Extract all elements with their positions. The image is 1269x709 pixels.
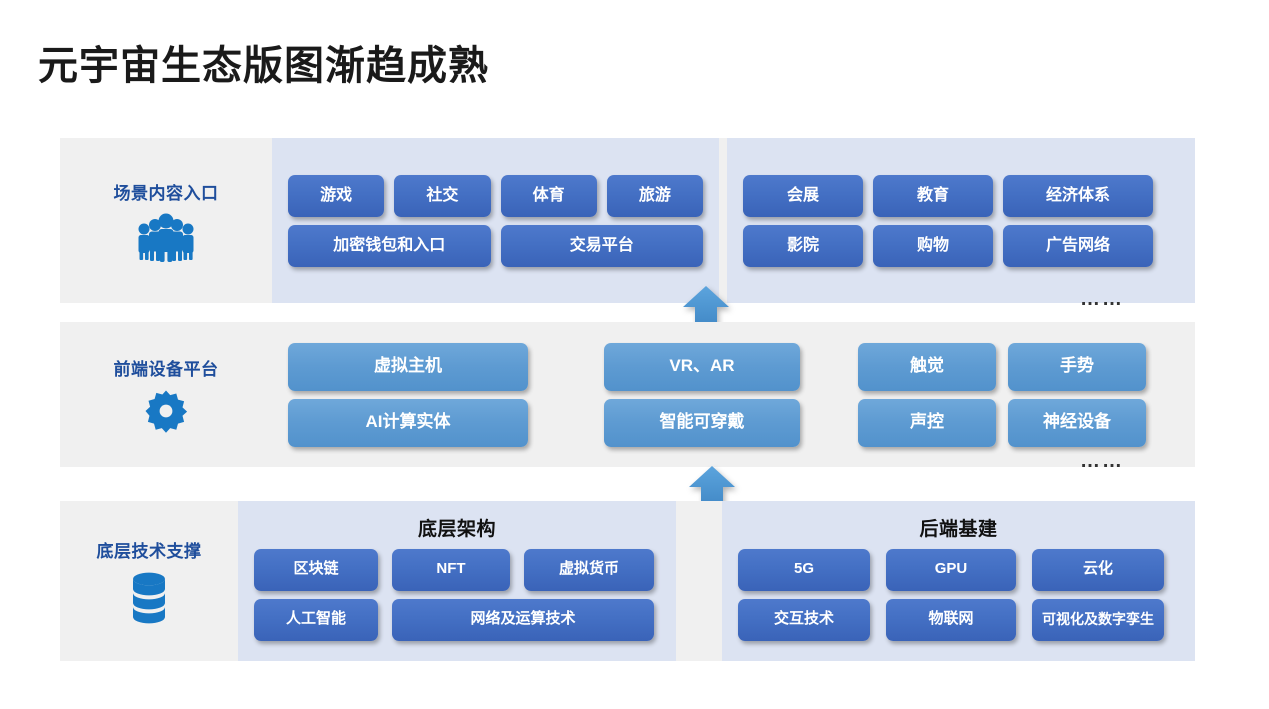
chip-education[interactable]: 教育 bbox=[873, 174, 993, 217]
chip-blockchain[interactable]: 区块链 bbox=[254, 548, 378, 591]
row-label-frontend-device: 前端设备平台 bbox=[113, 360, 219, 379]
group-panel-base-architecture: 底层架构 区块链 NFT 虚拟货币 人工智能 网络及运算技术 bbox=[238, 501, 676, 661]
layer-row-scene-content: 场景内容入口 bbox=[60, 138, 1195, 303]
chip-ai-compute-entity[interactable]: AI计算实体 bbox=[288, 398, 528, 447]
chip-economic-system[interactable]: 经济体系 bbox=[1003, 174, 1153, 217]
row-label-column: 前端设备平台 bbox=[60, 322, 272, 467]
panel-gap bbox=[676, 501, 722, 661]
group-header-base-architecture: 底层架构 bbox=[417, 518, 496, 540]
chip-cinema[interactable]: 影院 bbox=[743, 224, 863, 267]
chip-row: 加密钱包和入口 交易平台 bbox=[278, 224, 713, 267]
chip-row: 区块链 NFT 虚拟货币 bbox=[244, 548, 670, 591]
chip-vr-ar[interactable]: VR、AR bbox=[604, 342, 800, 391]
chip-virtual-host[interactable]: 虚拟主机 bbox=[288, 342, 528, 391]
row-label-scene-content: 场景内容入口 bbox=[113, 184, 219, 203]
chip-smart-wearable[interactable]: 智能可穿戴 bbox=[604, 398, 800, 447]
chip-exhibition[interactable]: 会展 bbox=[743, 174, 863, 217]
chip-visualization-digital-twin[interactable]: 可视化及数字孪生 bbox=[1032, 598, 1164, 641]
chip-iot[interactable]: 物联网 bbox=[886, 598, 1016, 641]
row-groups-wrap: 虚拟主机 VR、AR 触觉 手势 AI计算实体 智能可穿戴 声控 神经设备 bbox=[272, 322, 1195, 467]
row-label-column: 底层技术支撑 bbox=[60, 501, 238, 661]
group-panel-entertainment: 游戏 社交 体育 旅游 加密钱包和入口 交易平台 bbox=[272, 138, 719, 303]
chip-cloudification[interactable]: 云化 bbox=[1032, 548, 1164, 591]
chip-gesture[interactable]: 手势 bbox=[1008, 342, 1146, 391]
chip-shopping[interactable]: 购物 bbox=[873, 224, 993, 267]
up-arrow-icon bbox=[688, 466, 736, 510]
chip-row: 游戏 社交 体育 旅游 bbox=[278, 174, 713, 217]
layer-row-frontend-device: 前端设备平台 虚拟主机 VR、AR 触觉 手势 AI计算实体 智能可穿戴 声控 … bbox=[60, 322, 1195, 467]
chip-trading-platform[interactable]: 交易平台 bbox=[500, 224, 703, 267]
chip-crypto-wallet-entry[interactable]: 加密钱包和入口 bbox=[288, 224, 491, 267]
chip-haptics[interactable]: 触觉 bbox=[858, 342, 996, 391]
up-arrow-icon bbox=[682, 286, 730, 330]
chip-row: 交互技术 物联网 可视化及数字孪生 bbox=[728, 598, 1189, 641]
gear-icon bbox=[143, 388, 189, 434]
chip-row: 5G GPU 云化 bbox=[728, 548, 1189, 591]
group-panel-backend-infra: 后端基建 5G GPU 云化 交互技术 物联网 可视化及数字孪生 bbox=[722, 501, 1195, 661]
chip-row: 影院 购物 广告网络 bbox=[733, 224, 1189, 267]
chip-nft[interactable]: NFT bbox=[392, 548, 510, 591]
chip-voice-control[interactable]: 声控 bbox=[858, 398, 996, 447]
group-header-backend-infra: 后端基建 bbox=[919, 518, 998, 540]
chip-row: 人工智能 网络及运算技术 bbox=[244, 598, 670, 641]
chip-artificial-intelligence[interactable]: 人工智能 bbox=[254, 598, 378, 641]
row-label-base-tech: 底层技术支撑 bbox=[96, 541, 202, 561]
page-title: 元宇宙生态版图渐趋成熟 bbox=[38, 44, 489, 88]
panel-gap bbox=[719, 138, 727, 303]
row-label-column: 场景内容入口 bbox=[60, 138, 272, 303]
database-icon bbox=[126, 570, 172, 626]
layer-row-base-tech: 底层技术支撑 底层架构 区块链 NFT 虚拟货币 人工智能 网络及运 bbox=[60, 501, 1195, 661]
chip-interaction-tech[interactable]: 交互技术 bbox=[738, 598, 870, 641]
chip-virtual-currency[interactable]: 虚拟货币 bbox=[524, 548, 654, 591]
group-panel-commerce: 会展 教育 经济体系 影院 购物 广告网络 bbox=[727, 138, 1195, 303]
chip-travel[interactable]: 旅游 bbox=[606, 174, 703, 217]
chip-ad-network[interactable]: 广告网络 bbox=[1003, 224, 1153, 267]
chip-sports[interactable]: 体育 bbox=[500, 174, 597, 217]
chip-row: AI计算实体 智能可穿戴 声控 神经设备 bbox=[278, 398, 1189, 447]
chip-social[interactable]: 社交 bbox=[394, 174, 491, 217]
chip-network-compute-tech[interactable]: 网络及运算技术 bbox=[392, 598, 654, 641]
row-groups-wrap: 底层架构 区块链 NFT 虚拟货币 人工智能 网络及运算技术 后端基建 5G G… bbox=[238, 501, 1195, 661]
group-panel-devices: 虚拟主机 VR、AR 触觉 手势 AI计算实体 智能可穿戴 声控 神经设备 bbox=[272, 322, 1195, 467]
chip-neural-device[interactable]: 神经设备 bbox=[1008, 398, 1146, 447]
chip-row: 虚拟主机 VR、AR 触觉 手势 bbox=[278, 342, 1189, 391]
chip-5g[interactable]: 5G bbox=[738, 548, 870, 591]
chip-gpu[interactable]: GPU bbox=[886, 548, 1016, 591]
chip-row: 会展 教育 经济体系 bbox=[733, 174, 1189, 217]
ellipsis-row-1: …… bbox=[1080, 288, 1124, 310]
ellipsis-row-2: …… bbox=[1080, 450, 1124, 472]
chip-game[interactable]: 游戏 bbox=[288, 174, 385, 217]
row-groups-wrap: 游戏 社交 体育 旅游 加密钱包和入口 交易平台 会展 教育 经济体系 影院 购… bbox=[272, 138, 1195, 303]
people-group-icon bbox=[131, 212, 201, 262]
